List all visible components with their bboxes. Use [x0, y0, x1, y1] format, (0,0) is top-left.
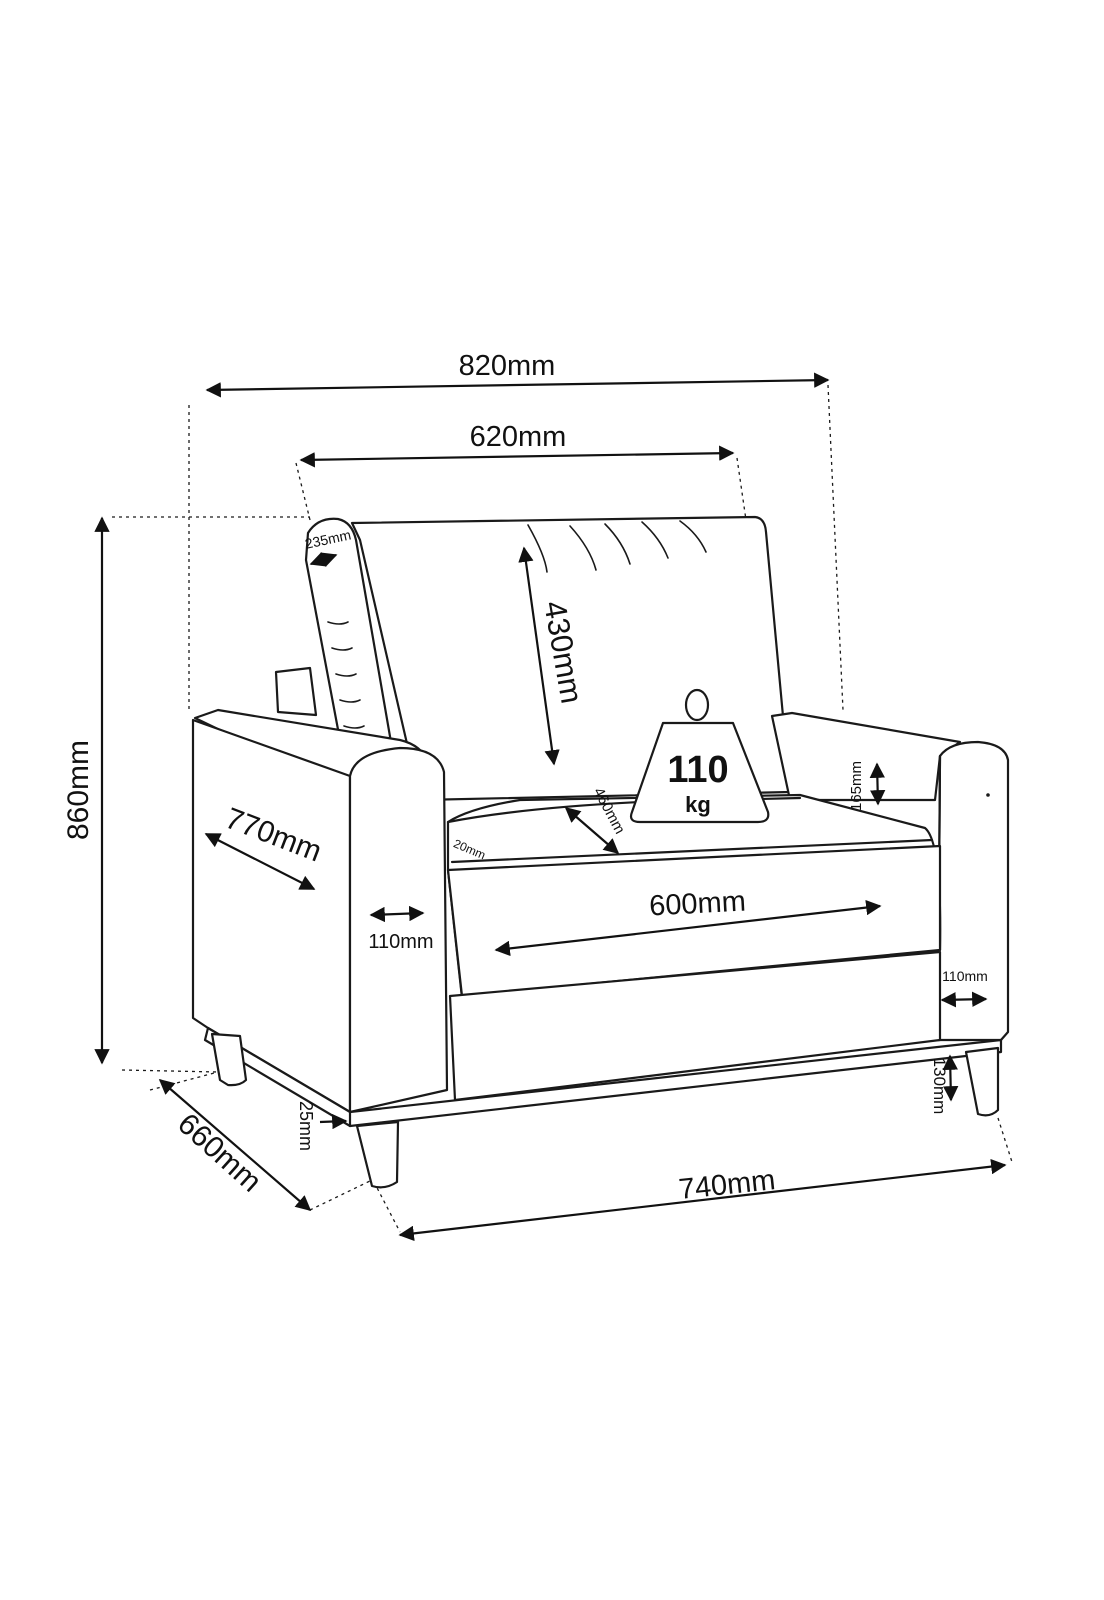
weight-value: 110 — [667, 749, 728, 791]
overall-width-label: 820mm — [459, 350, 556, 382]
overall-depth-label: 660mm — [171, 1107, 267, 1198]
arm-height-label: 165mm — [848, 761, 865, 811]
weight-icon: 110 kg — [629, 688, 770, 824]
base-plinth — [203, 1026, 1003, 1128]
base-height-label: 25mm — [296, 1101, 316, 1151]
leg-height-label: 130mm — [930, 1058, 949, 1115]
dimension-arrows — [94, 372, 1007, 1242]
left-arm-width-label: 110mm — [368, 931, 433, 953]
seat-width-label: 600mm — [648, 886, 746, 923]
back-bolster — [274, 517, 394, 750]
weight-unit: kg — [685, 792, 711, 817]
overall-height-label: 860mm — [62, 740, 95, 840]
right-arm-width-label: 110mm — [942, 968, 988, 984]
left-arm — [191, 708, 449, 1114]
right-arm — [770, 711, 1010, 1042]
legs — [210, 1032, 1000, 1189]
base-width-label: 740mm — [677, 1164, 777, 1206]
backrest-width-label: 620mm — [470, 421, 567, 453]
